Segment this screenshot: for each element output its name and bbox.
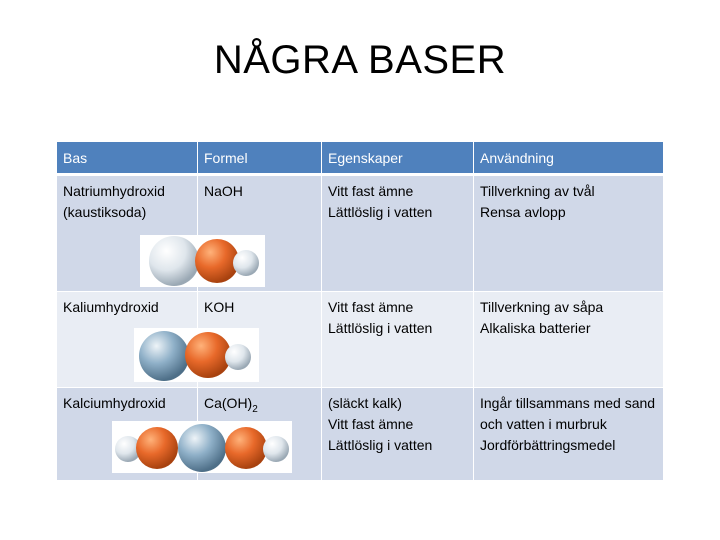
formula: NaOH (204, 183, 243, 199)
usage: Tillverkning av tvål (480, 183, 595, 199)
molecule-naoh-image (140, 235, 265, 287)
cell-anvandning: Tillverkning av såpa Alkaliska batterier (473, 291, 664, 388)
atom-potassium (139, 331, 189, 381)
atom-hydrogen (233, 250, 259, 276)
property: Lättlöslig i vatten (328, 320, 433, 336)
property: Lättlöslig i vatten (328, 437, 433, 453)
table-header-row: Bas Formel Egenskaper Användning (56, 141, 664, 176)
header-formel: Formel (197, 141, 322, 176)
formula-subscript: 2 (252, 403, 258, 415)
atom-oxygen (195, 239, 239, 283)
usage: Jordförbättringsmedel (480, 437, 616, 453)
property: Vitt fast ämne (328, 416, 414, 432)
cell-egenskaper: Vitt fast ämne Lättlöslig i vatten (321, 174, 474, 292)
usage: Ingår tillsammans med sand och vatten i … (480, 395, 656, 432)
cell-egenskaper: (släckt kalk) Vitt fast ämne Lättlöslig … (321, 387, 474, 481)
header-egenskaper: Egenskaper (321, 141, 474, 176)
usage: Alkaliska batterier (480, 320, 591, 336)
base-name: Kaliumhydroxid (63, 299, 159, 315)
usage: Tillverkning av såpa (480, 299, 604, 315)
atom-calcium (178, 424, 226, 472)
formula: Ca(OH) (204, 395, 253, 411)
molecule-caoh2-image (112, 421, 292, 473)
header-anvandning: Användning (473, 141, 664, 176)
base-name: Natriumhydroxid (63, 183, 165, 199)
formula: KOH (204, 299, 235, 315)
atom-hydrogen (115, 436, 141, 462)
property: Vitt fast ämne (328, 183, 414, 199)
property: Lättlöslig i vatten (328, 204, 433, 220)
cell-anvandning: Ingår tillsammans med sand och vatten i … (473, 387, 664, 481)
slide-title: NÅGRA BASER (213, 38, 507, 82)
atom-oxygen (185, 332, 231, 378)
atom-sodium (149, 236, 199, 286)
header-bas: Bas (56, 141, 198, 176)
cell-anvandning: Tillverkning av tvål Rensa avlopp (473, 174, 664, 292)
cell-egenskaper: Vitt fast ämne Lättlöslig i vatten (321, 291, 474, 388)
atom-oxygen (225, 427, 267, 469)
property: (släckt kalk) (328, 395, 402, 411)
atom-hydrogen (263, 436, 289, 462)
atom-hydrogen (225, 344, 251, 370)
usage: Rensa avlopp (480, 204, 566, 220)
property: Vitt fast ämne (328, 299, 414, 315)
molecule-koh-image (134, 328, 259, 382)
base-alias: (kaustiksoda) (63, 204, 147, 220)
atom-oxygen (136, 427, 178, 469)
base-name: Kalciumhydroxid (63, 395, 166, 411)
